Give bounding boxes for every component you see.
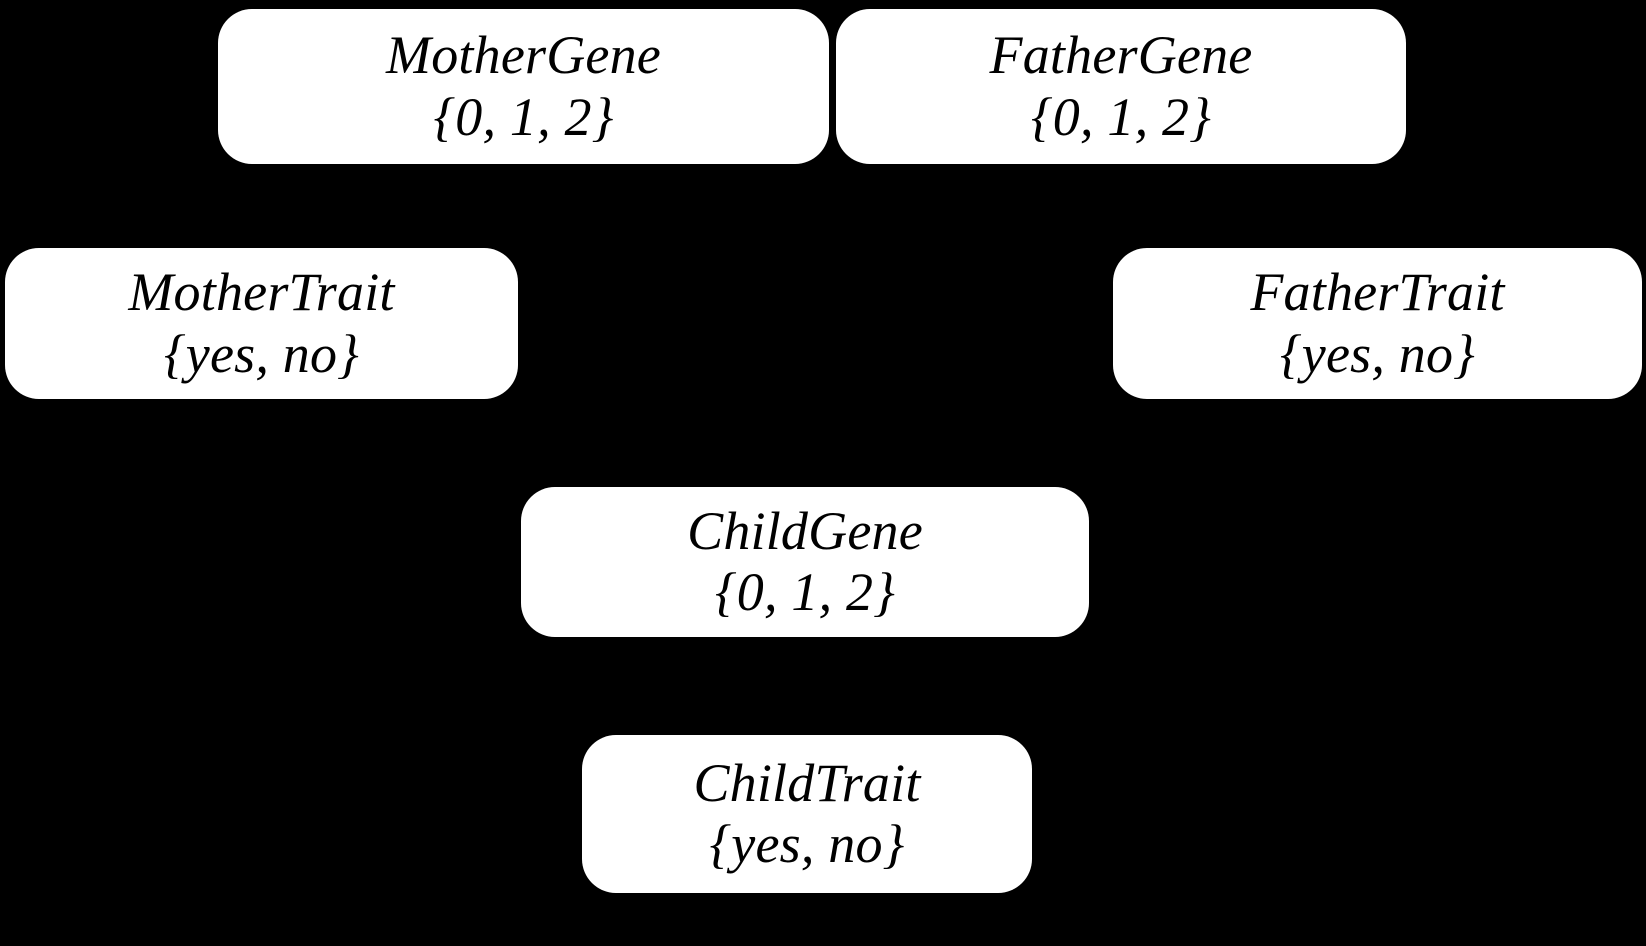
node-child-gene[interactable]: ChildGene {0, 1, 2}	[521, 487, 1089, 637]
node-father-trait-domain: {yes, no}	[1280, 323, 1475, 384]
node-father-gene-domain: {0, 1, 2}	[1031, 86, 1211, 147]
node-father-gene-label: FatherGene	[989, 25, 1253, 86]
node-mother-trait-label: MotherTrait	[128, 262, 395, 323]
node-child-gene-label: ChildGene	[687, 500, 923, 561]
node-mother-gene[interactable]: MotherGene {0, 1, 2}	[218, 9, 829, 164]
node-mother-gene-label: MotherGene	[386, 25, 661, 86]
node-child-trait[interactable]: ChildTrait {yes, no}	[582, 735, 1032, 893]
node-father-trait[interactable]: FatherTrait {yes, no}	[1113, 248, 1642, 399]
node-child-trait-domain: {yes, no}	[709, 814, 905, 874]
node-father-gene[interactable]: FatherGene {0, 1, 2}	[836, 9, 1406, 164]
node-mother-trait[interactable]: MotherTrait {yes, no}	[5, 248, 518, 399]
node-mother-trait-domain: {yes, no}	[164, 323, 359, 384]
node-mother-gene-domain: {0, 1, 2}	[433, 86, 614, 147]
node-father-trait-label: FatherTrait	[1250, 262, 1505, 323]
node-child-trait-label: ChildTrait	[693, 752, 921, 813]
node-child-gene-domain: {0, 1, 2}	[715, 562, 895, 622]
